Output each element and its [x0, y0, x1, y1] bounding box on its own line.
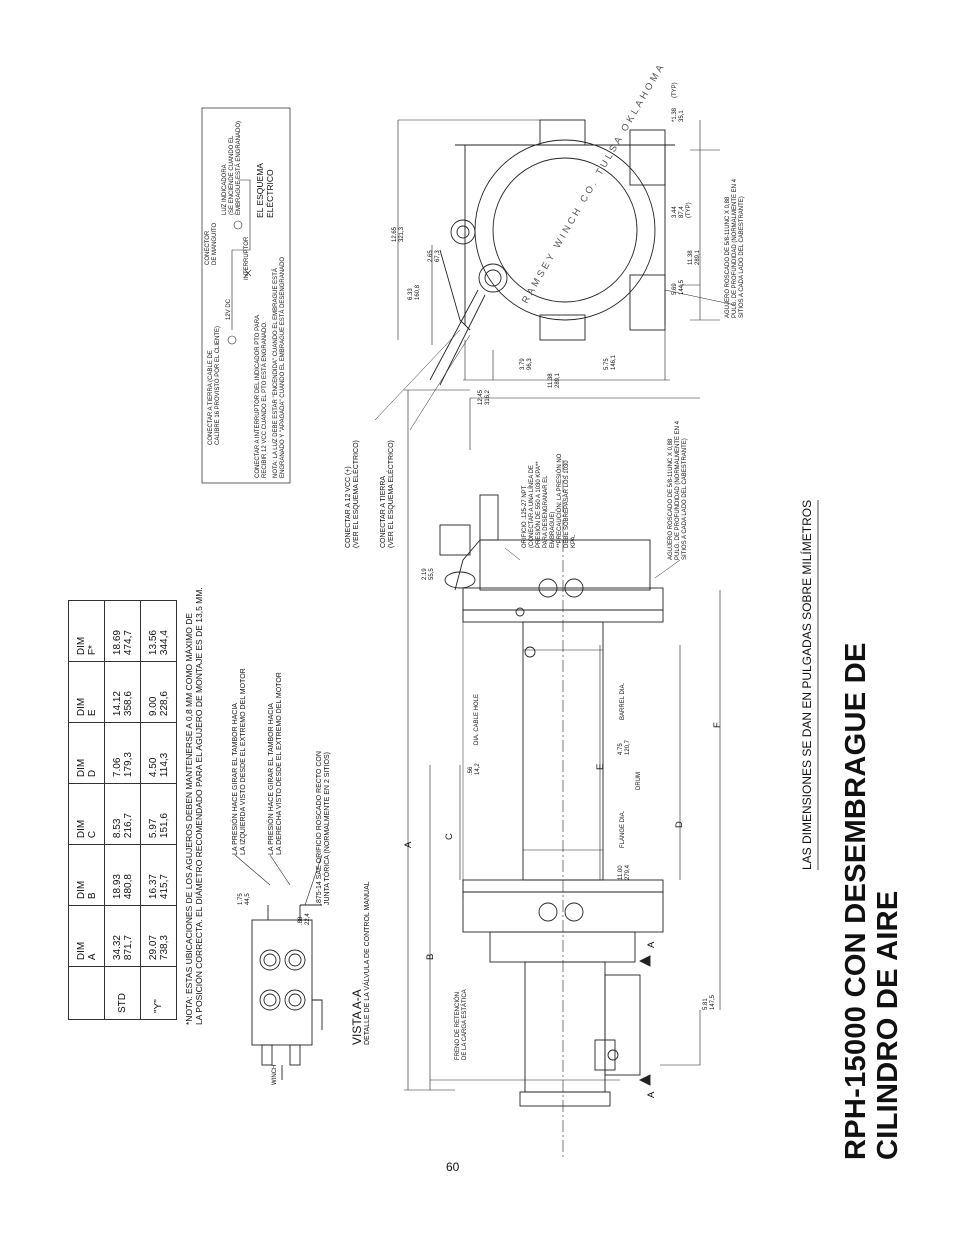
schematic-light-note: NOTA: LA LUZ DEBE ESTAR "ENCENDIDA" CUAN…	[273, 256, 286, 478]
table-cell: 8.53 216,7	[104, 783, 141, 845]
dim-label: 3.79 96,3	[520, 358, 533, 370]
dim-label: (TYP)	[672, 82, 678, 98]
table-cell: 7.06 179,3	[104, 722, 141, 784]
connect-ground-label: CONECTAR A TIERRA (VER EL ESQUEMA ELÉCTR…	[380, 440, 395, 548]
section-letter: A	[646, 1091, 657, 1098]
table-header-cell: DIM C	[68, 783, 105, 845]
winch-side-view	[439, 460, 664, 1160]
note-line: JUNTA TÓRICA (NORMALMENTE EN 2 SITIOS)	[324, 752, 331, 905]
table-header-cell: DIM F*	[68, 600, 105, 662]
schematic-12v: 12V DC	[226, 298, 232, 320]
flange-dia-label: FLANGE DIA.	[620, 810, 626, 848]
dim-letter-f: F	[712, 722, 723, 728]
table-cell: 9.00 228,6	[140, 661, 177, 723]
dim-label: *1.38 35,1	[672, 107, 685, 122]
title-line-1: RPH-15000 CON DESEMBRAGUE DE	[840, 642, 872, 1160]
rotation-note-left: LA PRESIÓN HACE GIRAR EL TAMBOR HACIA LA…	[232, 668, 248, 855]
vista-subtitle: DETALLE DE LA VÁLVULA DE CONTROL MANUAL	[364, 881, 371, 1045]
port-note: .875-14 SAE ORIFICIO ROSCADO RECTO CON J…	[316, 751, 332, 905]
note-line: LA IZQUIERDA VISTO DESDE EL EXTREMO DEL …	[240, 668, 247, 855]
dim-label: 5.81 147,5	[703, 994, 716, 1010]
table-row-label: STD	[104, 966, 141, 1020]
table-cell: 4.50 114,3	[140, 722, 177, 784]
table-cell: 34.32 871,7	[104, 905, 141, 967]
rotation-note-right: LA PRESIÓN HACE GIRAR EL TAMBOR HACIA LA…	[268, 672, 284, 855]
vista-title-block: VISTA A-A DETALLE DE LA VÁLVULA DE CONTR…	[350, 881, 372, 1045]
table-cell: 14.12 358,6	[104, 661, 141, 723]
table-header-cell: DIM E	[68, 661, 105, 723]
dim-label: 11.00 279,4	[618, 864, 631, 880]
note-line: *NOTA: ESTAS UBICACIONES DE LOS AGUJEROS…	[184, 612, 194, 1025]
schematic-title: EL ESQUEMA ELÉCTRICO	[255, 163, 275, 218]
schematic-ground: CONECTAR A TIERRA (CABLE DE CALIBRE 16 P…	[208, 325, 221, 445]
units-note: LAS DIMENSIONES SE DAN EN PULGADAS SOBRE…	[800, 499, 814, 870]
dim-label: 3.44 87,4 (TYP)	[672, 202, 692, 218]
tolerance-note: *NOTA: ESTAS UBICACIONES DE LOS AGUJEROS…	[184, 587, 204, 1025]
indicator-light-icon	[233, 220, 243, 230]
schematic-box	[201, 107, 291, 484]
table-header-cell: DIM A	[68, 905, 105, 967]
table-header-cell: DIM B	[68, 844, 105, 906]
dim-label: 11.38 289,1	[688, 249, 701, 265]
note-line: LA PRESIÓN HACE GIRAR EL TAMBOR HACIA	[268, 703, 275, 855]
valve-detail	[251, 904, 323, 1080]
table-header-cell: DIM D	[68, 722, 105, 784]
winch-end-view	[429, 119, 675, 386]
table-cell: 13.56 344,4	[140, 600, 177, 662]
note-line: LA PRESIÓN HACE GIRAR EL TAMBOR HACIA	[232, 703, 239, 855]
dim-label: 2.19 55,5	[422, 568, 435, 580]
schematic-light: LUZ INDICADORA (SE ENCIENDE CUANDO EL EM…	[222, 120, 242, 215]
dim-label: 6.33 160,8	[408, 284, 421, 300]
dim-label: 11.38 289,1	[548, 372, 561, 388]
note-line: LA DERECHA VISTO DESDE EL EXTREMO DEL MO…	[276, 672, 283, 855]
dim-label: 12.45 316,2	[478, 389, 491, 405]
schematic-connector: CONECTOR DE MANGUITO	[205, 222, 218, 265]
table-row: STD 34.32 871,7 18.93 480,8 8.53 216,7 7…	[104, 600, 141, 1020]
table-cell: 18.93 480,8	[104, 844, 141, 906]
orificio-note: ORIFICIO .125-27 NPT (CONECTAR A UNA LÍN…	[522, 453, 577, 548]
dimension-table: DIM A DIM B DIM C DIM D DIM E DIM F* STD…	[68, 600, 177, 1020]
dim-label: .88 22,4	[298, 913, 311, 925]
table-row: "Y" 29.07 738,3 16.37 415,7 5.97 151,6 4…	[140, 600, 177, 1020]
table-cell: 16.37 415,7	[140, 844, 177, 906]
drum-label: DRUM	[636, 772, 642, 790]
section-letter: A	[646, 941, 657, 948]
schematic-connect-note: CONECTAR A INTERRUPTOR DEL INDICADOR PTO…	[255, 314, 268, 478]
dim-label: 4.75 120,7	[618, 739, 631, 755]
dim-letter-d: D	[674, 821, 685, 828]
dim-label: 5.69 144,5	[672, 279, 685, 295]
page-title: RPH-15000 CON DESEMBRAGUE DE CILINDRO DE…	[840, 642, 904, 1160]
dim-letter-a: A	[403, 841, 414, 848]
dimension-table-wrap: DIM A DIM B DIM C DIM D DIM E DIM F* STD…	[68, 600, 177, 1020]
threaded-hole-note-end: AGUJERO ROSCADO DE 5/8-11UNC X 0,88 PULG…	[725, 178, 745, 318]
dim-label: 12.65 321,3	[392, 226, 405, 242]
brake-label: FRENO DE RETENCIÓN DE LA CARGA ESTÁTICA	[455, 989, 468, 1060]
cable-hole-label: DIA. CABLE HOLE	[474, 693, 480, 745]
dim-letter-e: E	[595, 763, 606, 770]
schematic-switch: INTERRUPTOR	[244, 236, 250, 280]
table-cell: 18.69 474,7	[104, 600, 141, 662]
table-cell: 29.07 738,3	[140, 905, 177, 967]
note-line: LA POSICIÓN CORRECTA. EL DIÁMETRO RECOME…	[194, 587, 204, 1025]
winch-label: WINCH	[272, 1064, 278, 1085]
table-header-cell	[68, 966, 105, 1020]
dim-label: .56 14,2	[468, 763, 481, 775]
page-number: 60	[446, 1160, 460, 1174]
dim-label: 5.75 146,1	[604, 354, 617, 370]
title-line-2: CILINDRO DE AIRE	[872, 890, 904, 1160]
note-line: .875-14 SAE ORIFICIO ROSCADO RECTO CON	[316, 751, 323, 905]
dim-label: 2.65 67,3	[428, 250, 441, 262]
barrel-dia-label: BARREL DIA.	[620, 682, 626, 720]
dim-letter-c: C	[444, 833, 455, 840]
table-cell: 5.97 151,6	[140, 783, 177, 845]
vista-title: VISTA A-A	[350, 989, 364, 1045]
threaded-hole-note-side: AGUJERO ROSCADO DE 5/8-11UNC X 0,88 PULG…	[668, 420, 688, 560]
dimension-lines	[404, 389, 721, 1091]
dim-label: 1.75 44,5	[238, 893, 251, 905]
dim-letter-b: B	[425, 953, 436, 960]
table-row-label: "Y"	[140, 966, 177, 1020]
connect-12v-label: CONECTAR A 12 VCC (+) (VER EL ESQUEMA EL…	[345, 440, 360, 548]
